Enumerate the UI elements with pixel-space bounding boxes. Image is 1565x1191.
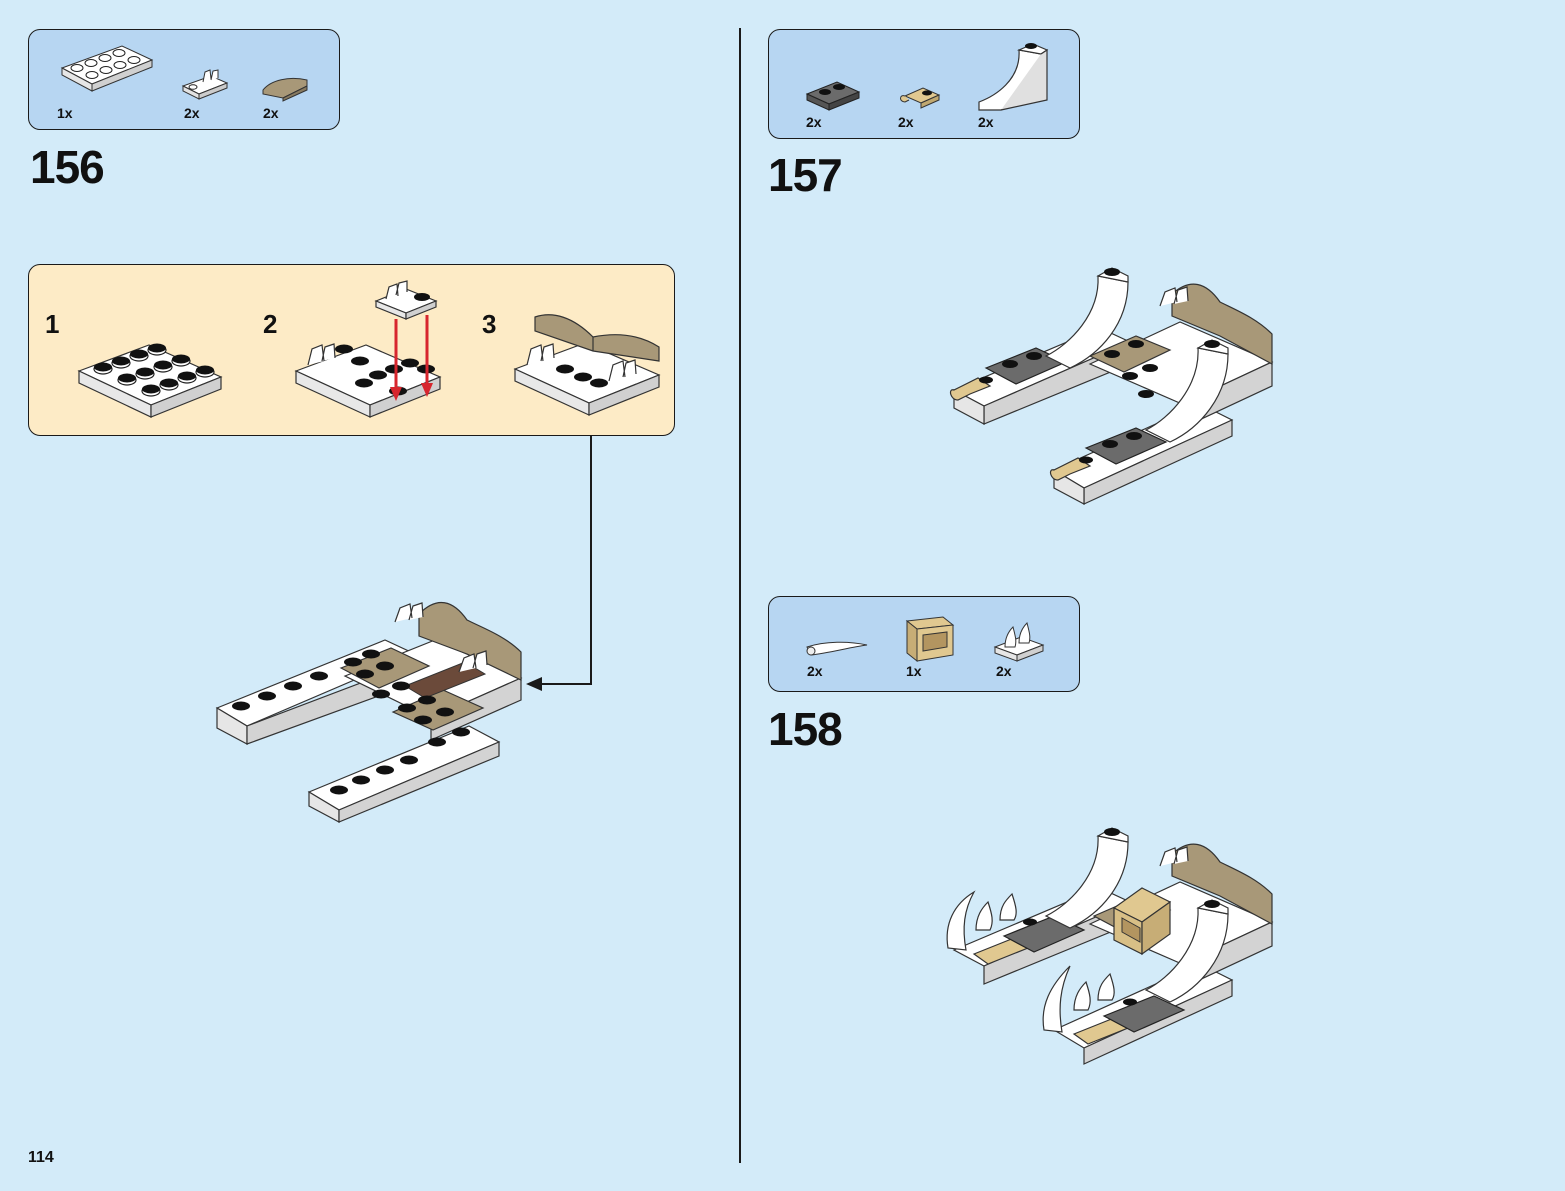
substep-number-2: 2 — [263, 309, 278, 339]
substep-number-1: 1 — [45, 309, 60, 339]
step-157-model-illustration — [949, 267, 1274, 505]
part-qty: 2x — [184, 105, 200, 121]
part-qty: 1x — [57, 105, 73, 121]
white-clip-plate-icon — [181, 69, 229, 100]
white-curved-slope-icon — [978, 43, 1049, 111]
part-qty: 2x — [898, 114, 914, 130]
step-number-158: 158 — [768, 703, 843, 755]
step-158-model-illustration — [946, 827, 1274, 1065]
substep-2-clip-illustration — [294, 280, 442, 418]
substep-number-3: 3 — [482, 309, 497, 339]
white-tooth-plate-icon — [993, 622, 1045, 662]
step-number-157: 157 — [768, 149, 843, 201]
callout-connector — [526, 436, 592, 691]
page-number: 114 — [28, 1149, 54, 1166]
dark-tan-curved-slope-icon — [262, 77, 308, 102]
parts-box-step-156: 1x 2x 2x — [28, 29, 340, 130]
substep-1-plate-illustration — [77, 343, 223, 418]
tan-window-frame-icon — [905, 616, 955, 663]
part-qty: 1x — [906, 663, 922, 679]
white-plate-2x4-icon — [60, 45, 154, 92]
part-qty: 2x — [806, 114, 822, 130]
part-qty: 2x — [996, 663, 1012, 679]
parts-box-step-157: 2x 2x 2x — [768, 29, 1080, 139]
page-divider — [739, 28, 741, 1163]
white-horn-icon — [806, 641, 868, 656]
parts-box-step-158: 2x 1x 2x — [768, 596, 1080, 692]
step-number-156: 156 — [30, 141, 105, 193]
step-156-model-illustration — [215, 601, 523, 823]
substep-box: 1 2 3 — [28, 264, 675, 436]
part-qty: 2x — [263, 105, 279, 121]
dark-gray-plate-1x2-icon — [805, 81, 861, 111]
tan-clip-plate-icon — [900, 87, 941, 109]
part-qty: 2x — [978, 114, 994, 130]
substep-3-slope-illustration — [513, 314, 661, 416]
part-qty: 2x — [807, 663, 823, 679]
